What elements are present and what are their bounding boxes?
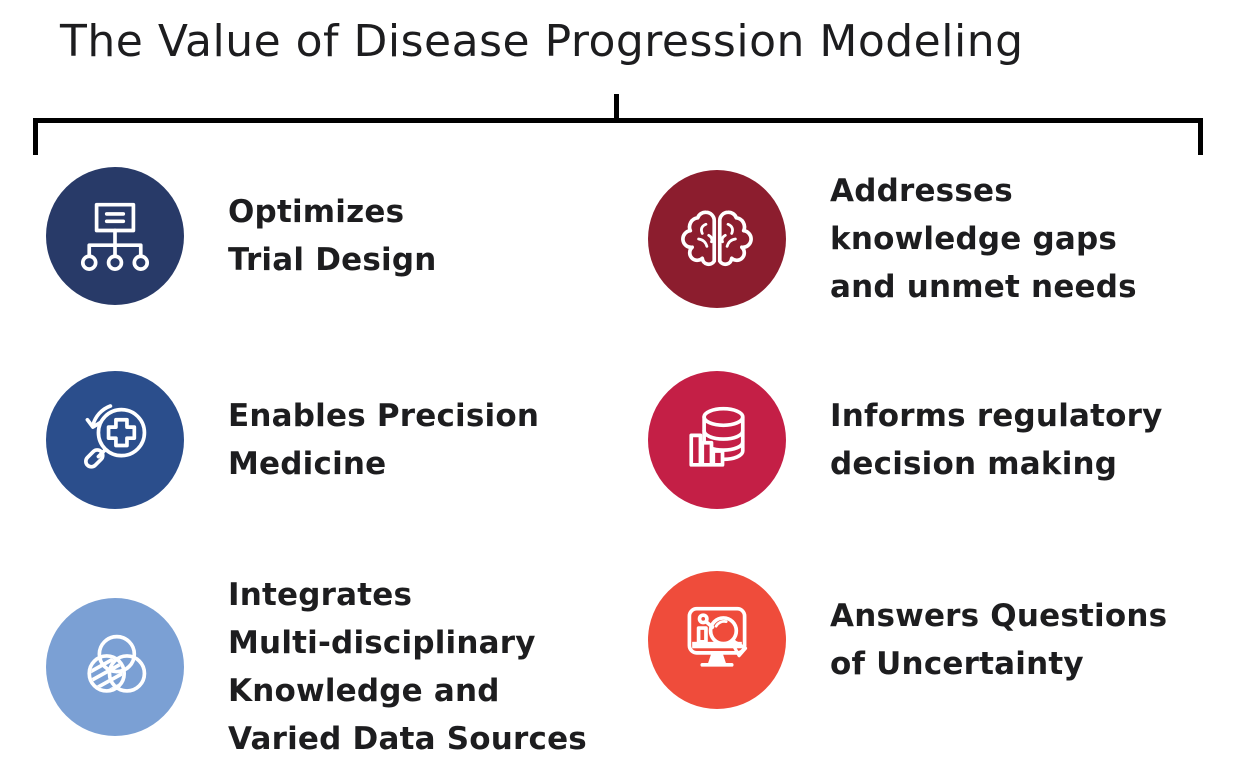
value-item-regulatory: Informs regulatory decision making	[648, 371, 1163, 509]
item-label: Enables Precision Medicine	[228, 392, 539, 488]
item-label-line: and unmet needs	[830, 269, 1137, 305]
item-label: Informs regulatory decision making	[830, 392, 1163, 488]
value-item-trial-design: Optimizes Trial Design	[46, 167, 437, 305]
bracket-right-leg	[1198, 118, 1203, 155]
item-label-line: Optimizes	[228, 194, 405, 230]
item-label-line: Informs regulatory	[830, 398, 1163, 434]
item-label-line: Enables Precision	[228, 398, 540, 434]
item-label-line: Answers Questions	[830, 598, 1168, 634]
value-item-integrates-knowledge: Integrates Multi-disciplinary Knowledge …	[46, 571, 587, 763]
icon-circle	[46, 371, 184, 509]
item-label-line: Medicine	[228, 446, 387, 482]
item-label: Integrates Multi-disciplinary Knowledge …	[228, 571, 587, 763]
page-title: The Value of Disease Progression Modelin…	[60, 16, 1024, 67]
icon-circle	[648, 371, 786, 509]
bracket-horizontal-line	[33, 118, 1203, 123]
item-label-line: decision making	[830, 446, 1118, 482]
value-item-precision-medicine: Enables Precision Medicine	[46, 371, 539, 509]
item-label-line: Knowledge and	[228, 673, 500, 709]
icon-circle	[648, 170, 786, 308]
monitor-magnifier-icon	[687, 606, 748, 667]
org-chart-icon	[80, 202, 150, 271]
item-label: Answers Questions of Uncertainty	[830, 592, 1167, 688]
item-label-line: Addresses	[830, 173, 1013, 209]
item-label: Optimizes Trial Design	[228, 188, 437, 284]
venn-diagram-icon	[87, 634, 147, 693]
item-label-line: Trial Design	[228, 242, 437, 278]
item-label-line: of Uncertainty	[830, 646, 1084, 682]
icon-circle	[46, 598, 184, 736]
item-label: Addresses knowledge gaps and unmet needs	[830, 167, 1137, 311]
item-label-line: Multi-disciplinary	[228, 625, 536, 661]
value-item-knowledge-gaps: Addresses knowledge gaps and unmet needs	[648, 167, 1137, 311]
value-item-uncertainty: Answers Questions of Uncertainty	[648, 571, 1167, 709]
item-label-line: knowledge gaps	[830, 221, 1118, 257]
brain-icon	[681, 210, 753, 267]
magnifier-medical-cross-icon	[84, 404, 147, 469]
database-bar-chart-icon	[689, 406, 745, 467]
item-label-line: Varied Data Sources	[228, 721, 587, 757]
bracket-center-stem	[614, 94, 619, 118]
icon-circle	[648, 571, 786, 709]
icon-circle	[46, 167, 184, 305]
item-label-line: Integrates	[228, 577, 413, 613]
bracket-left-leg	[33, 118, 38, 155]
